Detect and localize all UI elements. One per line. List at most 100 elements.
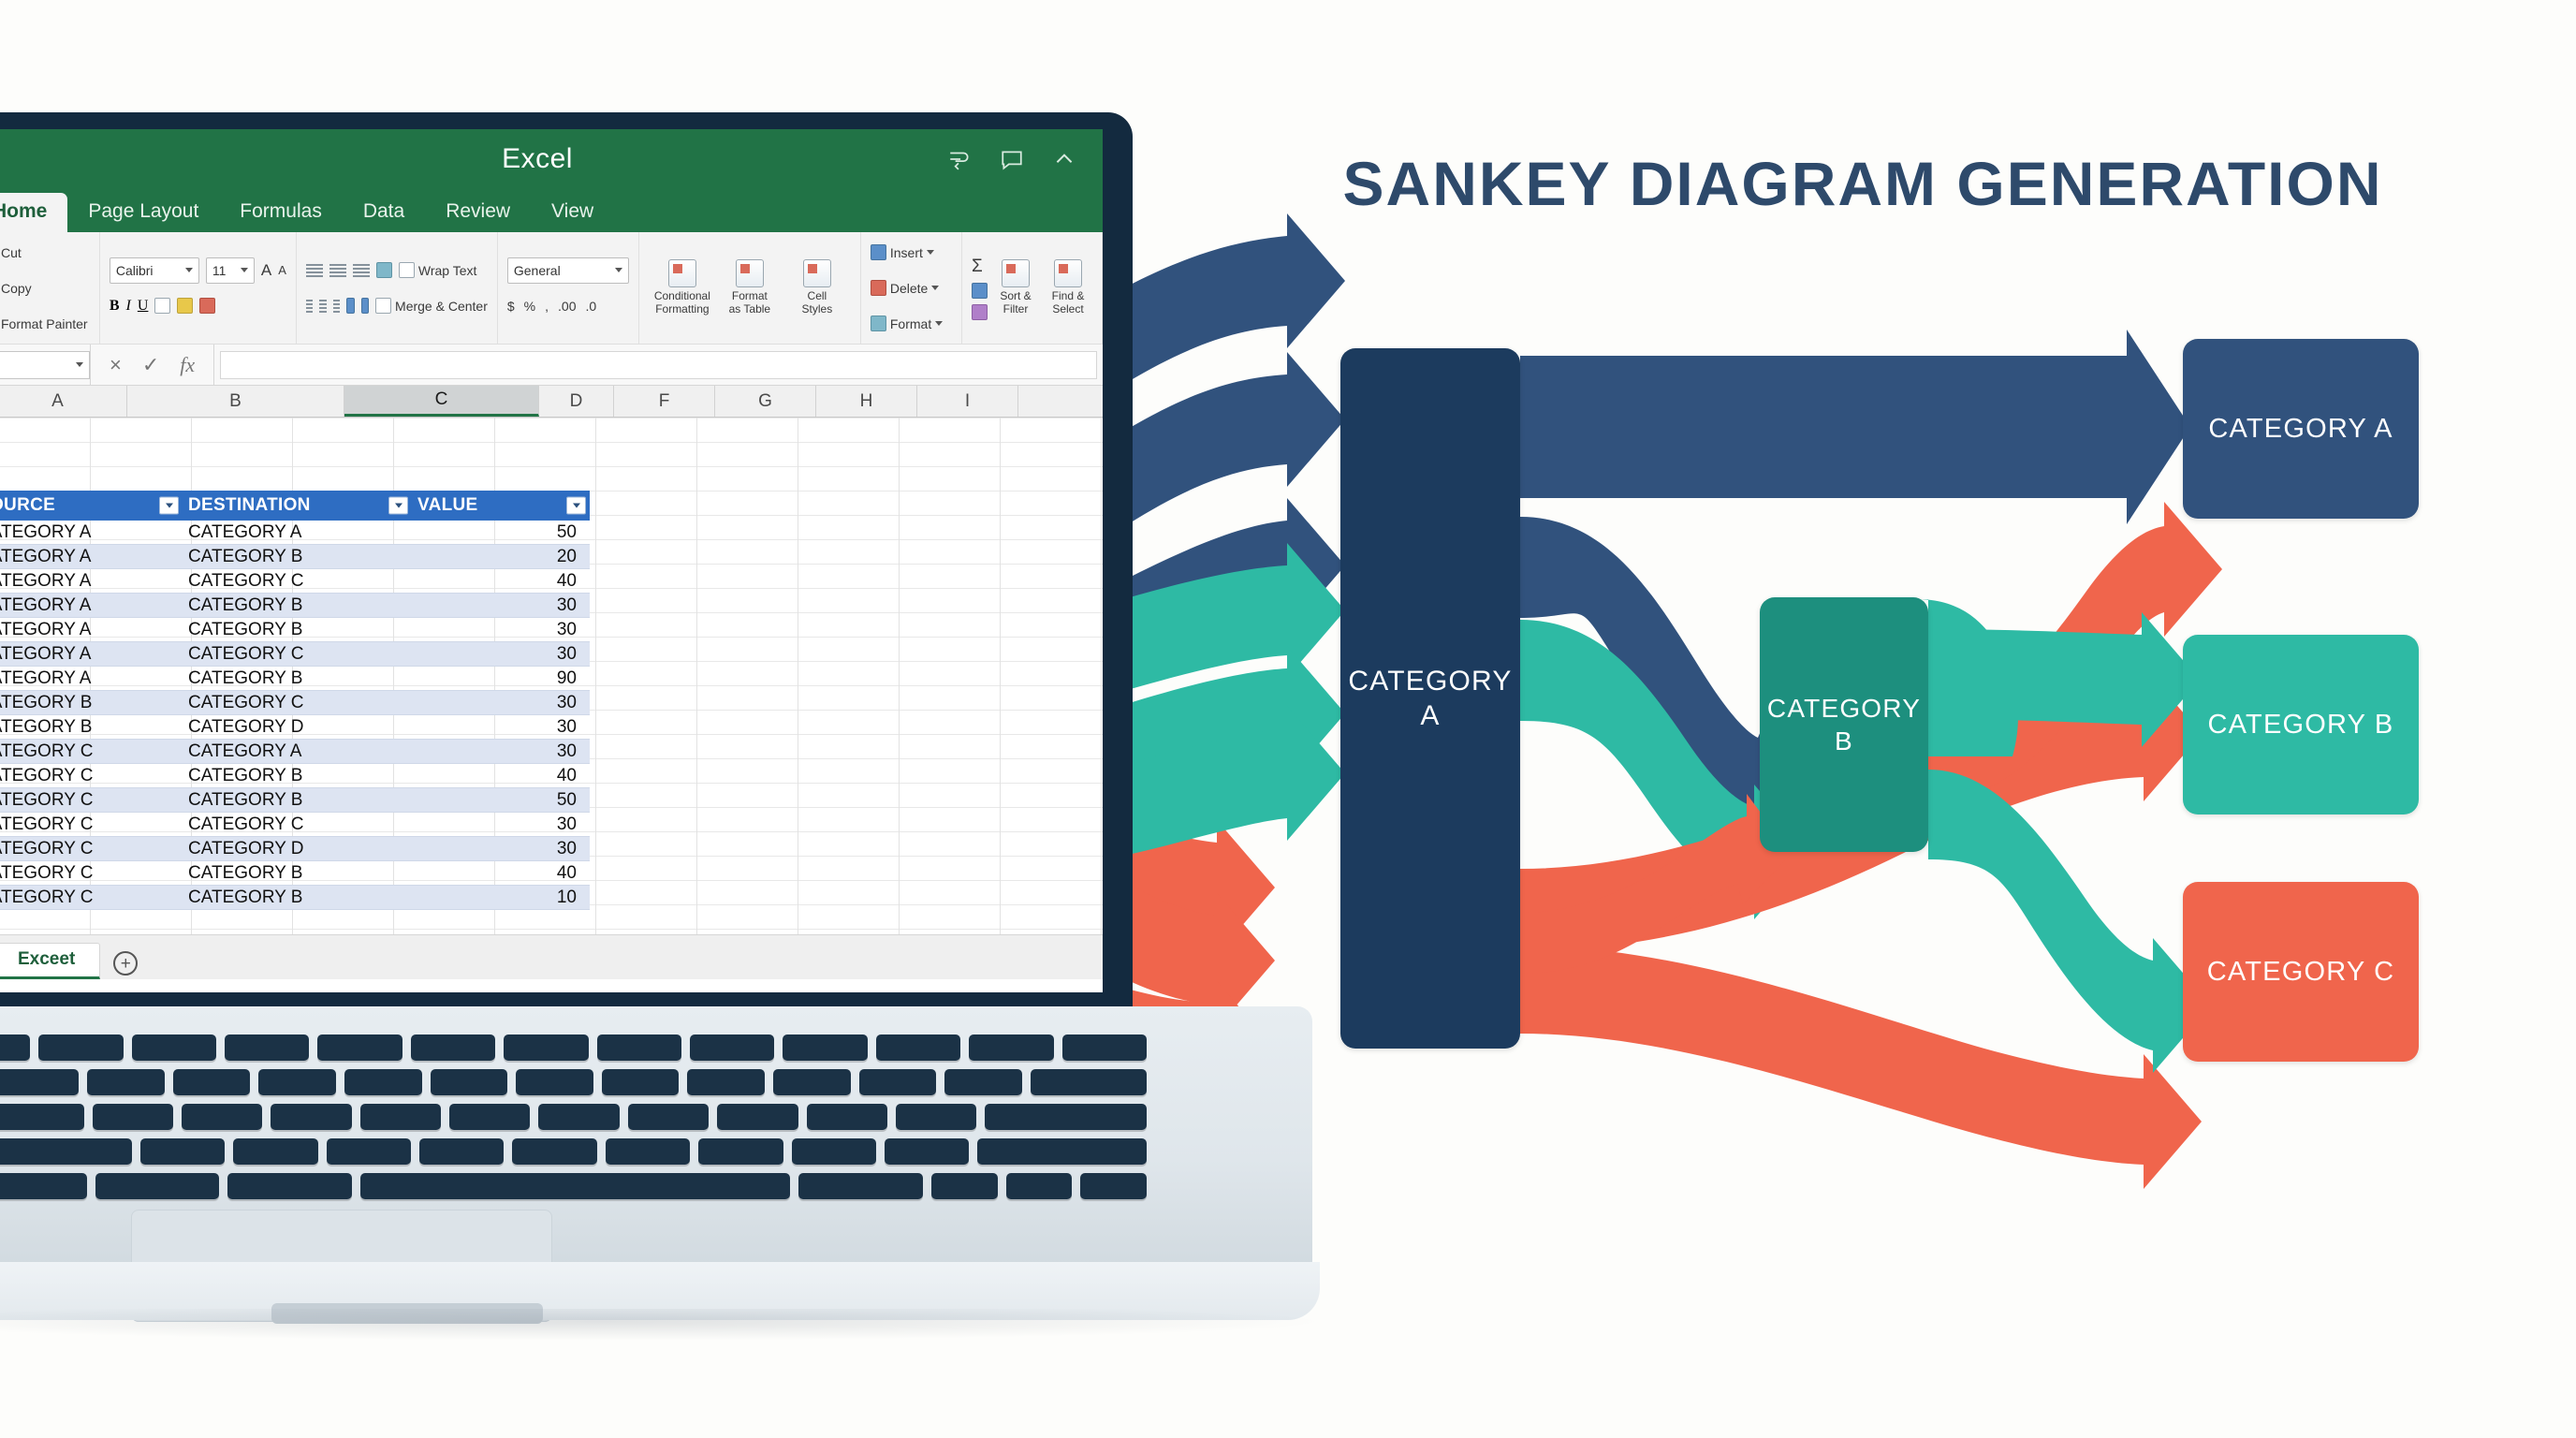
find-select-button[interactable]: Find & Select — [1044, 259, 1092, 316]
insert-cells-button[interactable]: Insert — [870, 244, 934, 260]
format-painter-button[interactable]: Format Painter — [0, 315, 88, 331]
fill-series-icon[interactable] — [972, 282, 988, 299]
tab-review[interactable]: Review — [446, 200, 511, 222]
delete-cells-button[interactable]: Delete — [870, 280, 940, 296]
column-header-d[interactable]: D — [539, 386, 614, 417]
increase-indent-icon[interactable] — [360, 298, 370, 314]
insert-function-icon[interactable]: fx — [180, 352, 196, 376]
orientation-icon[interactable] — [375, 262, 392, 278]
sort-filter-button[interactable]: Sort & Filter — [991, 259, 1040, 316]
formula-input[interactable] — [220, 350, 1097, 379]
conditional-formatting-button[interactable]: Conditional Formatting — [649, 259, 716, 316]
font-color-icon[interactable] — [199, 298, 216, 314]
align-top-icon[interactable] — [305, 263, 323, 277]
column-header-h[interactable]: H — [816, 386, 917, 417]
laptop-shadow — [0, 1309, 1329, 1341]
filter-dropdown-icon-destination[interactable] — [388, 496, 408, 515]
font-family-select[interactable]: Calibri — [109, 257, 199, 284]
sheet-tab-active[interactable]: Exceet — [0, 943, 101, 979]
tab-data[interactable]: Data — [362, 200, 405, 222]
increase-decimal-button[interactable]: .00 — [558, 298, 577, 314]
copy-button[interactable]: Copy — [0, 280, 32, 296]
cancel-icon[interactable]: × — [110, 352, 122, 376]
column-header-c[interactable]: C — [344, 386, 539, 417]
cell-source: CATEGORY C — [0, 838, 94, 858]
ribbon-display-options-icon[interactable] — [947, 147, 972, 171]
sankey-node-output-category-b[interactable]: CATEGORY B — [2183, 635, 2419, 814]
font-size-select[interactable]: 11 — [205, 257, 255, 284]
wrap-text-button[interactable]: Wrap Text — [398, 262, 476, 278]
tab-formulas[interactable]: Formulas — [240, 200, 322, 222]
grow-font-button[interactable]: A — [260, 260, 272, 279]
shrink-font-button[interactable]: A — [278, 263, 286, 277]
align-center-icon[interactable] — [319, 299, 327, 313]
autosum-button[interactable]: Σ — [972, 256, 983, 276]
align-bottom-icon[interactable] — [352, 263, 370, 277]
name-box[interactable] — [0, 350, 90, 379]
format-as-table-button[interactable]: Format as Table — [716, 259, 783, 316]
table-header-source[interactable]: SOURCE — [0, 491, 183, 521]
italic-button[interactable]: I — [125, 297, 131, 314]
filter-dropdown-icon-source[interactable] — [159, 496, 179, 515]
currency-format-button[interactable]: $ — [506, 298, 515, 314]
tab-home[interactable]: Home — [0, 193, 68, 232]
tab-view[interactable]: View — [551, 200, 594, 222]
format-painter-label: Format Painter — [1, 315, 88, 331]
borders-icon[interactable] — [154, 298, 171, 314]
column-header-g[interactable]: G — [715, 386, 816, 417]
tab-page-layout[interactable]: Page Layout — [88, 200, 199, 222]
sankey-node-output-category-a[interactable]: CATEGORY A — [2183, 339, 2419, 519]
sankey-node-output-category-c[interactable]: CATEGORY C — [2183, 882, 2419, 1062]
bold-button[interactable]: B — [109, 297, 120, 314]
collapse-ribbon-icon[interactable] — [1052, 147, 1076, 171]
align-right-icon[interactable] — [332, 299, 341, 313]
sankey-node-middle-category-b[interactable]: CATEGORY B — [1760, 597, 1928, 852]
sankey-node-source-category-a[interactable]: CATEGORY A — [1340, 348, 1520, 1049]
decrease-indent-icon[interactable] — [346, 298, 355, 314]
align-middle-icon[interactable] — [329, 263, 346, 277]
filter-dropdown-icon-value[interactable] — [566, 496, 586, 515]
fill-color-icon[interactable] — [177, 298, 194, 314]
column-header-i[interactable]: I — [917, 386, 1018, 417]
format-cells-button[interactable]: Format — [870, 315, 944, 331]
confirm-icon[interactable]: ✓ — [141, 352, 160, 376]
cell-source: CATEGORY B — [0, 716, 93, 737]
decrease-decimal-button[interactable]: .0 — [585, 298, 597, 314]
comments-icon[interactable] — [1000, 147, 1024, 171]
underline-button[interactable]: U — [137, 297, 149, 314]
worksheet-grid[interactable]: SOURCE DESTINATION VALUE — [0, 418, 1103, 979]
column-header-f[interactable]: F — [614, 386, 715, 417]
add-sheet-button[interactable]: + — [110, 947, 141, 979]
align-left-icon[interactable] — [305, 299, 314, 313]
comma-format-button[interactable]: , — [545, 298, 549, 314]
merge-center-button[interactable]: Merge & Center — [375, 298, 488, 314]
column-header-a[interactable]: A — [0, 386, 127, 417]
column-header-b[interactable]: B — [127, 386, 344, 417]
cut-button[interactable]: Cut — [0, 244, 22, 260]
percent-format-button[interactable]: % — [523, 298, 536, 314]
cell-styles-button[interactable]: Cell Styles — [783, 259, 851, 316]
clear-icon[interactable] — [972, 303, 988, 320]
number-format-select[interactable]: General — [506, 257, 629, 284]
table-header-value[interactable]: VALUE — [412, 491, 590, 521]
format-cells-label: Format — [889, 315, 932, 331]
cell-source: CATEGORY A — [0, 570, 92, 591]
cell-value: 40 — [556, 765, 577, 785]
table-header-destination[interactable]: DESTINATION — [183, 491, 412, 521]
